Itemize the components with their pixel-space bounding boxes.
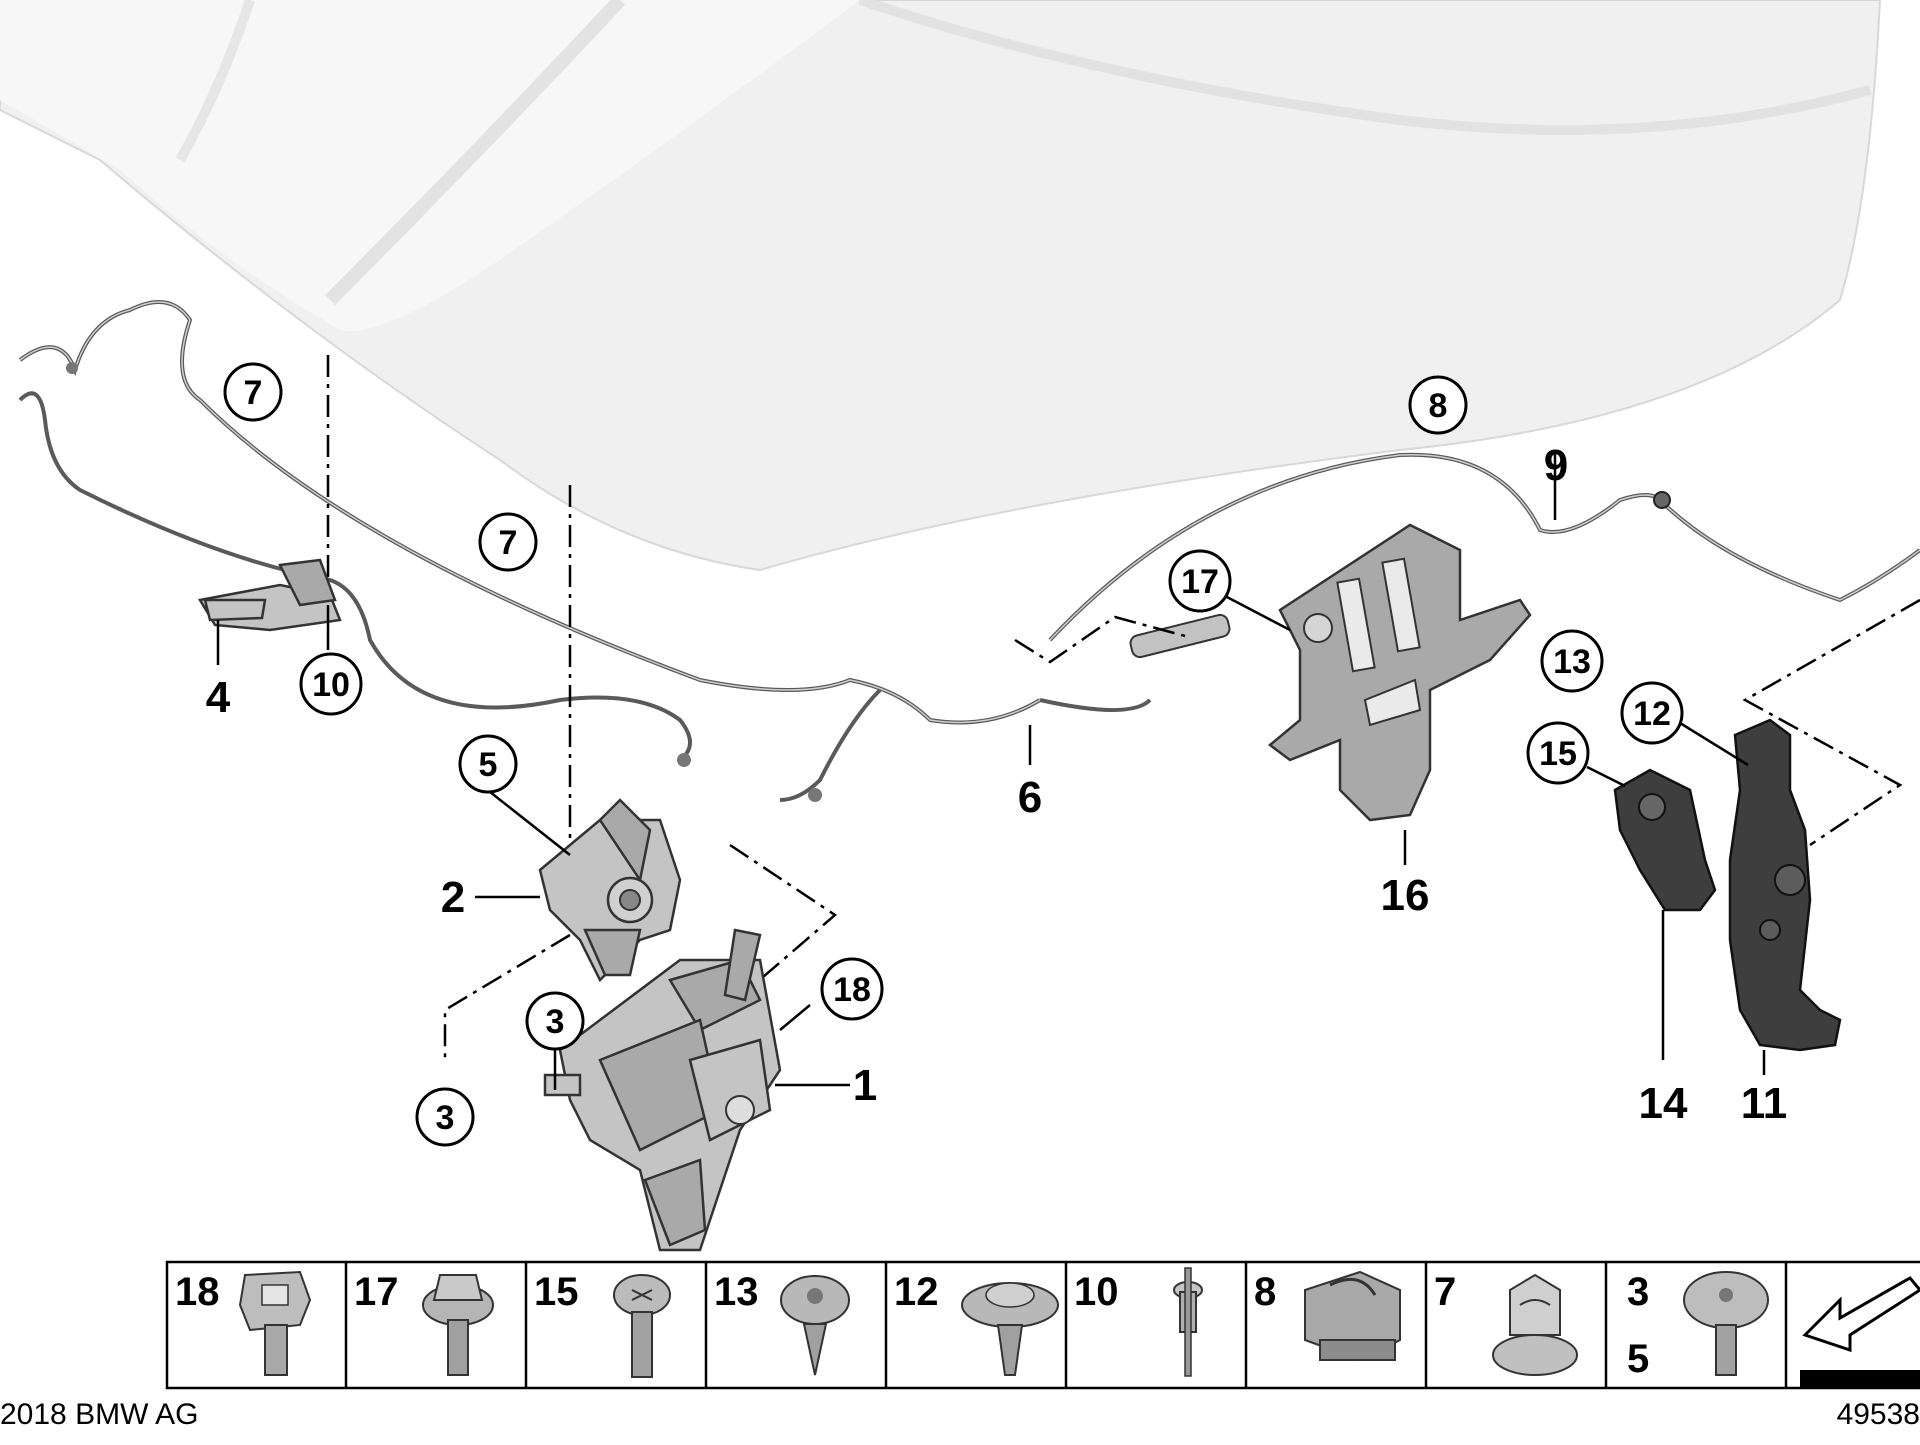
table-cell-10: 10 <box>1074 1267 1203 1377</box>
callout-10: 10 <box>299 652 363 716</box>
callout-13: 13 <box>1540 629 1604 693</box>
blind-rivet-icon <box>1173 1267 1203 1377</box>
table-cell-7: 7 <box>1434 1270 1578 1376</box>
table-cell-18-label: 18 <box>175 1270 220 1314</box>
leader-lines <box>216 452 1766 1090</box>
callout-8: 8 <box>1408 375 1468 435</box>
callout-17-label: 17 <box>1181 563 1219 601</box>
table-cell-5-label: 5 <box>1627 1337 1649 1381</box>
callout-12-label: 12 <box>1633 695 1671 733</box>
table-cell-17: 17 <box>354 1270 494 1376</box>
callout-3a-label: 3 <box>546 1003 565 1041</box>
hood-panel <box>0 0 1882 572</box>
table-cell-12: 12 <box>894 1270 1059 1376</box>
callout-15: 15 <box>1526 721 1590 785</box>
part-number-9: 9 <box>1544 441 1568 490</box>
diagram-number: 49538 <box>1837 1398 1920 1431</box>
callout-17: 17 <box>1168 549 1232 613</box>
table-cell-8-label: 8 <box>1254 1270 1276 1314</box>
callout-7b: 7 <box>478 512 538 572</box>
callout-5: 5 <box>458 734 518 794</box>
cable-holder-icon <box>1492 1273 1578 1376</box>
table-cell-12-label: 12 <box>894 1270 939 1314</box>
table-cell-15-label: 15 <box>534 1270 579 1314</box>
part-number-6: 6 <box>1018 773 1042 822</box>
callout-13-label: 13 <box>1553 643 1591 681</box>
callout-15-label: 15 <box>1539 735 1577 773</box>
cable-bracket-part-2 <box>538 798 682 983</box>
table-cell-17-label: 17 <box>354 1270 399 1314</box>
table-cell-18: 18 <box>175 1270 312 1376</box>
callout-3a: 3 <box>525 991 585 1051</box>
callout-10-label: 10 <box>312 666 350 704</box>
table-cell-13-label: 13 <box>714 1270 759 1314</box>
washer-screw-icon <box>961 1282 1059 1376</box>
spring-nut-icon <box>1304 1270 1401 1362</box>
part-number-14: 14 <box>1639 1079 1688 1128</box>
table-cell-15: 15 <box>534 1270 671 1378</box>
callout-3b: 3 <box>415 1087 475 1147</box>
lever-bracket-part-4 <box>198 558 342 632</box>
self-tapping-screw-icon <box>780 1275 850 1376</box>
round-head-screw-icon <box>1683 1271 1769 1376</box>
copyright-text: 2018 BMW AG <box>0 1398 198 1431</box>
callout-18-label: 18 <box>833 971 871 1009</box>
table-cell-13: 13 <box>714 1270 850 1376</box>
table-cell-3-label: 3 <box>1627 1270 1649 1314</box>
table-cell-10-label: 10 <box>1074 1270 1119 1314</box>
bowden-cables <box>18 300 1920 802</box>
rubber-buffer-part-14 <box>1613 768 1717 912</box>
table-cell-7-label: 7 <box>1434 1270 1456 1314</box>
direction-arrow-icon <box>1800 1276 1920 1388</box>
part-number-1: 1 <box>853 1061 877 1110</box>
callout-12: 12 <box>1620 681 1684 745</box>
table-cell-arrow <box>1800 1276 1920 1388</box>
part-number-16: 16 <box>1381 871 1430 920</box>
callout-8-label: 8 <box>1429 387 1448 425</box>
callout-18: 18 <box>820 957 884 1021</box>
part-number-11: 11 <box>1741 1079 1788 1128</box>
table-cell-3-5: 3 5 <box>1627 1270 1769 1381</box>
hood-lock-part-1 <box>543 928 782 1252</box>
callout-7a-label: 7 <box>244 374 263 412</box>
pan-head-screw-icon <box>613 1274 671 1378</box>
callout-3b-label: 3 <box>436 1099 455 1137</box>
bracket-plate-part-16 <box>1267 523 1532 822</box>
callout-7a: 7 <box>223 362 283 422</box>
part-number-4: 4 <box>206 673 231 722</box>
callout-7b-label: 7 <box>499 524 518 562</box>
part-number-2: 2 <box>441 873 465 922</box>
clip-nut-icon <box>238 1270 312 1376</box>
hinge-arm-part-11 <box>1728 718 1842 1052</box>
table-cell-8: 8 <box>1254 1270 1401 1362</box>
callout-5-label: 5 <box>479 746 498 784</box>
parts-table: 18 17 15 13 <box>165 1260 1920 1390</box>
flange-bolt-icon <box>422 1274 494 1376</box>
